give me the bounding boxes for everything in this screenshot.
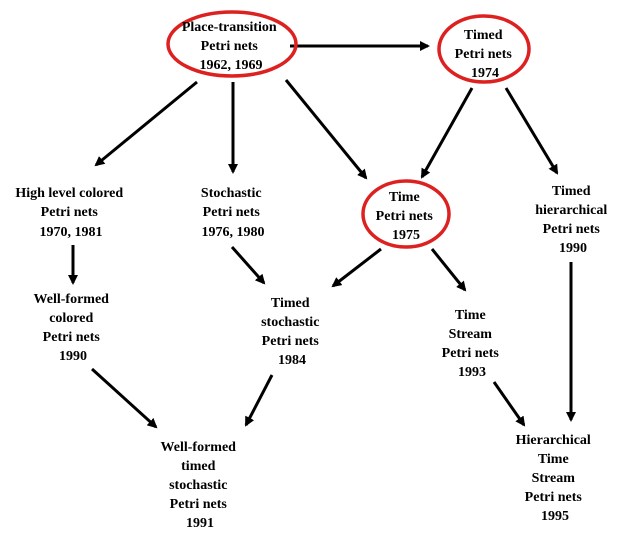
edge-well-formed-to-wf-timed-stochastic [90, 367, 158, 429]
node-line: Petri nets [455, 47, 513, 62]
node-high-level-colored-petri-nets: High level colored Petri nets 1970, 1981 [15, 186, 126, 240]
node-line: Time [455, 308, 486, 323]
node-line: Time [389, 190, 420, 205]
edge-timed-to-timed-hierarchical [504, 87, 559, 175]
node-line: Timed [271, 296, 310, 311]
node-line: Petri nets [543, 222, 601, 237]
edge-time-stream-to-hierarchical-time-stream [492, 381, 526, 427]
node-line: Hierarchical [516, 433, 591, 448]
node-line: 1974 [471, 66, 499, 81]
node-line: Well-formed [34, 292, 110, 307]
node-line: Well-formed [161, 440, 237, 455]
node-line: Petri nets [203, 205, 261, 220]
node-line: 1984 [278, 353, 306, 368]
node-timed-hierarchical-petri-nets: Timed hierarchical Petri nets 1990 [535, 184, 611, 256]
node-line: Petri nets [201, 39, 259, 54]
node-line: colored [49, 311, 93, 326]
node-line: Petri nets [41, 205, 99, 220]
node-line: hierarchical [535, 203, 607, 218]
node-hierarchical-time-stream-petri-nets: Hierarchical Time Stream Petri nets 1995 [516, 433, 595, 524]
edges-layer [68, 41, 576, 429]
node-line: High level colored [15, 186, 123, 201]
node-line: stochastic [261, 315, 319, 330]
node-line: Place-transition [182, 20, 277, 35]
node-line: 1970, 1981 [40, 225, 103, 240]
node-timed-petri-nets: Timed Petri nets 1974 [455, 28, 516, 81]
edge-time-to-timed-stochastic [331, 247, 382, 288]
node-line: Petri nets [442, 346, 500, 361]
node-line: Timed [552, 184, 591, 199]
node-line: Petri nets [43, 330, 101, 345]
node-line: Stream [532, 471, 576, 486]
node-time-stream-petri-nets: Time Stream Petri nets 1993 [442, 308, 503, 380]
edge-timed-to-time [420, 87, 474, 179]
node-line: Petri nets [262, 334, 320, 349]
node-line: 1991 [186, 516, 214, 531]
nodes-layer: Place-transition Petri nets 1962, 1969 T… [15, 20, 611, 531]
edge-stochastic-to-timed-stochastic [230, 246, 266, 285]
node-line: Petri nets [525, 490, 583, 505]
edge-place-transition-to-time [284, 79, 368, 180]
highlight-ring-place-transition [166, 10, 298, 78]
highlight-ring-time [361, 179, 451, 249]
node-stochastic-petri-nets: Stochastic Petri nets 1976, 1980 [201, 186, 265, 240]
edge-place-transition-to-high-level [94, 80, 198, 167]
node-line: Petri nets [376, 209, 434, 224]
node-line: stochastic [169, 478, 227, 493]
node-line: Stream [449, 327, 493, 342]
node-time-petri-nets: Time Petri nets 1975 [376, 190, 437, 243]
highlight-ring-timed [437, 14, 531, 84]
node-line: Timed [464, 28, 503, 43]
node-line: 1976, 1980 [202, 225, 265, 240]
node-line: timed [181, 459, 215, 474]
node-line: 1990 [559, 241, 587, 256]
node-line: 1990 [59, 349, 87, 364]
node-timed-stochastic-petri-nets: Timed stochastic Petri nets 1984 [261, 296, 323, 368]
node-line: Time [538, 452, 569, 467]
edge-timed-stochastic-to-wf-timed-stochastic [244, 374, 274, 427]
node-line: 1962, 1969 [200, 58, 263, 73]
node-line: 1975 [392, 228, 420, 243]
node-place-transition-petri-nets: Place-transition Petri nets 1962, 1969 [182, 20, 280, 73]
node-well-formed-timed-stochastic-petri-nets: Well-formed timed stochastic Petri nets … [161, 440, 240, 531]
node-well-formed-colored-petri-nets: Well-formed colored Petri nets 1990 [34, 292, 113, 364]
node-line: 1993 [458, 365, 486, 380]
node-line: 1995 [541, 509, 569, 524]
node-line: Petri nets [170, 497, 228, 512]
node-line: Stochastic [201, 186, 262, 201]
edge-time-to-time-stream [430, 248, 467, 292]
highlight-rings [166, 10, 531, 249]
